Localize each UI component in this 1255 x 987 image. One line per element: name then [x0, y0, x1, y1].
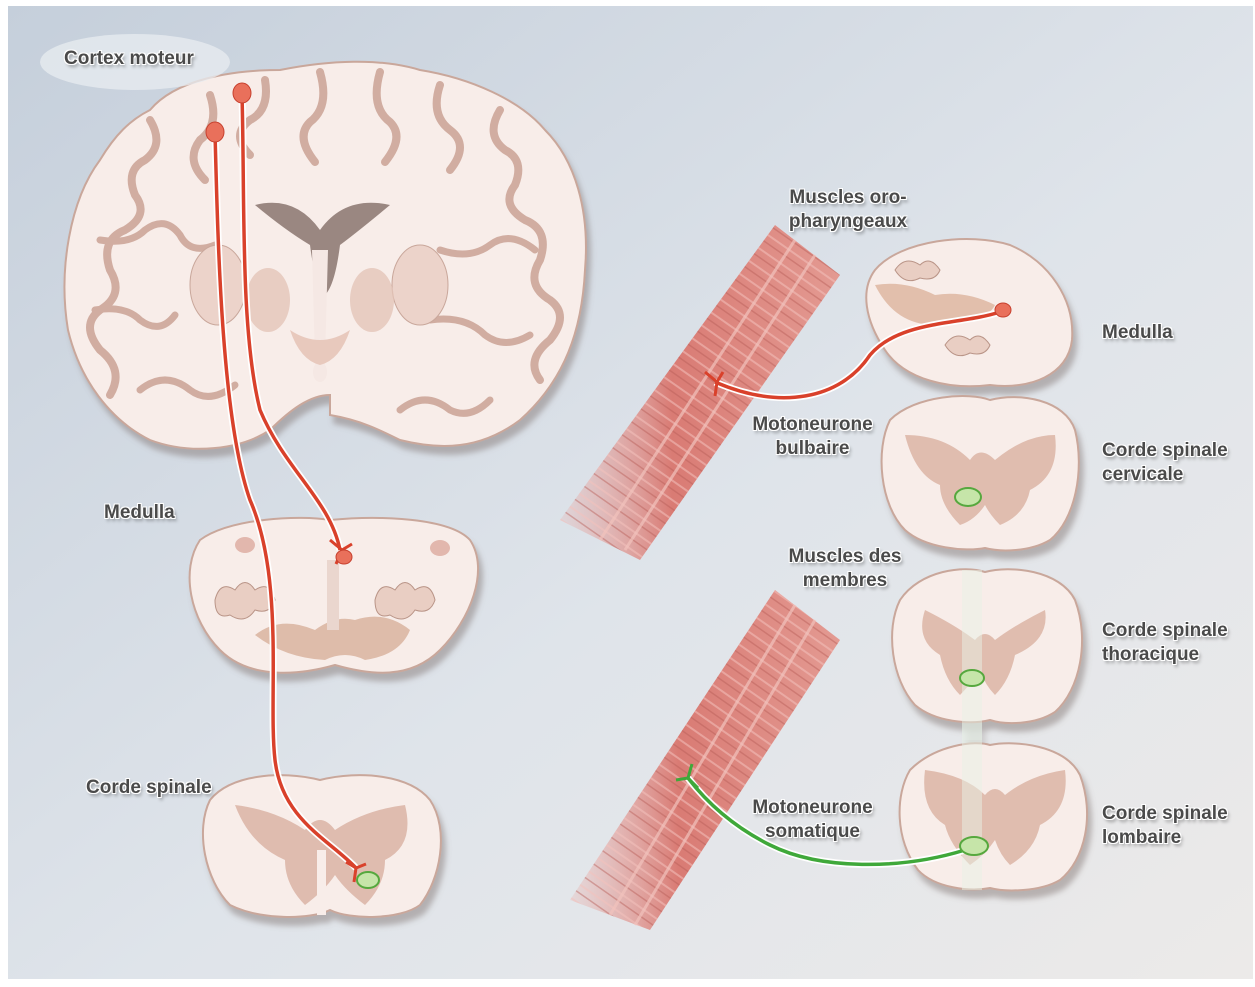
label-lombaire-line1: Corde spinale [1102, 802, 1228, 826]
label-thoracique-line1: Corde spinale [1102, 619, 1228, 643]
lumbar-spinal-cord-section [900, 740, 1087, 890]
label-motoneurone-bulbaire: Motoneurone bulbaire [745, 413, 880, 461]
label-muscles-oro-line1: Muscles oro- [778, 186, 918, 210]
cortical-neuron-body-1 [206, 122, 224, 142]
label-muscles-oro-line2: pharyngeaux [778, 210, 918, 234]
brain-coronal-section [65, 62, 586, 449]
label-motoneurone-bulbaire-line2: bulbaire [745, 437, 880, 461]
label-thoracique-line2: thoracique [1102, 643, 1228, 667]
label-motoneurone-somatique-line1: Motoneurone [745, 796, 880, 820]
cortical-neuron-body-2 [233, 83, 251, 103]
label-cervicale-line1: Corde spinale [1102, 439, 1228, 463]
label-muscles-oropharyngeaux: Muscles oro- pharyngeaux [778, 186, 918, 234]
label-medulla-right: Medulla [1102, 321, 1173, 345]
label-motoneurone-somatique: Motoneurone somatique [745, 796, 880, 844]
label-corde-spinale-left: Corde spinale [86, 776, 212, 800]
thoracic-motor-neuron [960, 670, 984, 686]
label-cortex-moteur: Cortex moteur [64, 47, 194, 71]
lumbar-motor-neuron [960, 837, 988, 855]
label-motoneurone-bulbaire-line1: Motoneurone [745, 413, 880, 437]
label-corde-spinale-thoracique: Corde spinale thoracique [1102, 619, 1228, 667]
lower-motor-neuron-left [357, 872, 379, 888]
spinal-cord-section-left [203, 775, 441, 917]
medulla-section-left [190, 518, 478, 673]
cervical-spinal-cord-section [882, 396, 1079, 550]
label-cervicale-line2: cervicale [1102, 463, 1228, 487]
label-corde-spinale-lombaire: Corde spinale lombaire [1102, 802, 1228, 850]
cervical-motor-neuron [955, 488, 981, 506]
label-medulla-left: Medulla [104, 501, 175, 525]
label-muscles-des-membres: Muscles des membres [775, 545, 915, 593]
label-corde-spinale-cervicale: Corde spinale cervicale [1102, 439, 1228, 487]
label-motoneurone-somatique-line2: somatique [745, 820, 880, 844]
label-lombaire-line2: lombaire [1102, 826, 1228, 850]
label-muscles-membres-line1: Muscles des [775, 545, 915, 569]
label-muscles-membres-line2: membres [775, 569, 915, 593]
